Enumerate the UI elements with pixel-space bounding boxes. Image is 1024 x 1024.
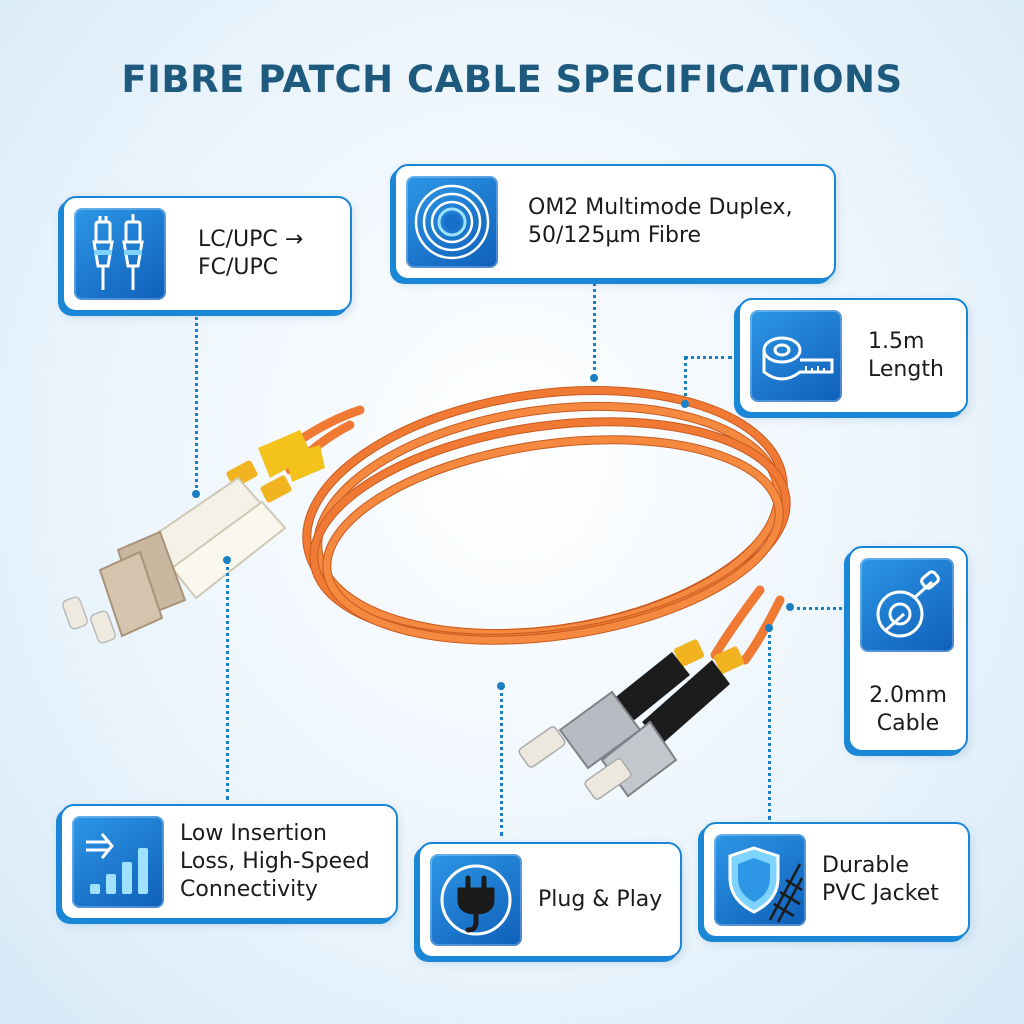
fibre-line-2: 50/125µm Fibre: [528, 223, 702, 248]
connector-icon: [74, 208, 166, 300]
length-line-2: Length: [868, 357, 944, 382]
fibre-label: OM2 Multimode Duplex, 50/125µm Fibre: [528, 194, 793, 250]
signal-bars-icon: [72, 816, 164, 908]
fibre-core-icon: [406, 176, 498, 268]
plug-and-play-line-1: Plug & Play: [538, 887, 663, 912]
length-line-1: 1.5m: [868, 329, 925, 354]
plug-and-play-label: Plug & Play: [538, 886, 662, 914]
feature-card-connector: LC/UPC → FC/UPC: [62, 196, 352, 312]
cable-line-2: Cable: [876, 711, 940, 736]
jacket-label: Durable PVC Jacket: [822, 852, 939, 908]
shield-icon: [714, 834, 806, 926]
connector-line-2: FC/UPC: [198, 255, 279, 280]
page-title: FIBRE PATCH CABLE SPECIFICATIONS: [121, 58, 903, 101]
connector-line-1: LC/UPC →: [198, 227, 304, 252]
feature-card-length: 1.5m Length: [738, 298, 968, 414]
cable-line-1: 2.0mm: [869, 683, 947, 708]
length-label: 1.5m Length: [868, 328, 944, 384]
insertion-loss-line-1: Low Insertion: [180, 821, 327, 846]
fibre-line-1: OM2 Multimode Duplex,: [528, 195, 793, 220]
feature-card-plug-and-play: Plug & Play: [418, 842, 682, 958]
power-plug-icon: [430, 854, 522, 946]
insertion-loss-line-2: Loss, High-Speed: [180, 849, 370, 874]
feature-card-jacket: Durable PVC Jacket: [702, 822, 970, 938]
jacket-line-2: PVC Jacket: [822, 881, 939, 906]
jacket-line-1: Durable: [822, 853, 910, 878]
feature-card-insertion-loss: Low Insertion Loss, High-Speed Connectiv…: [60, 804, 398, 920]
insertion-loss-label: Low Insertion Loss, High-Speed Connectiv…: [180, 820, 370, 904]
tape-measure-icon: [750, 310, 842, 402]
cable-label: 2.0mm Cable: [850, 682, 966, 738]
insertion-loss-line-3: Connectivity: [180, 877, 318, 902]
feature-card-cable: 2.0mm Cable: [848, 546, 968, 752]
feature-card-fibre: OM2 Multimode Duplex, 50/125µm Fibre: [394, 164, 836, 280]
connector-label: LC/UPC → FC/UPC: [198, 226, 303, 282]
cable-end-icon: [860, 558, 954, 652]
